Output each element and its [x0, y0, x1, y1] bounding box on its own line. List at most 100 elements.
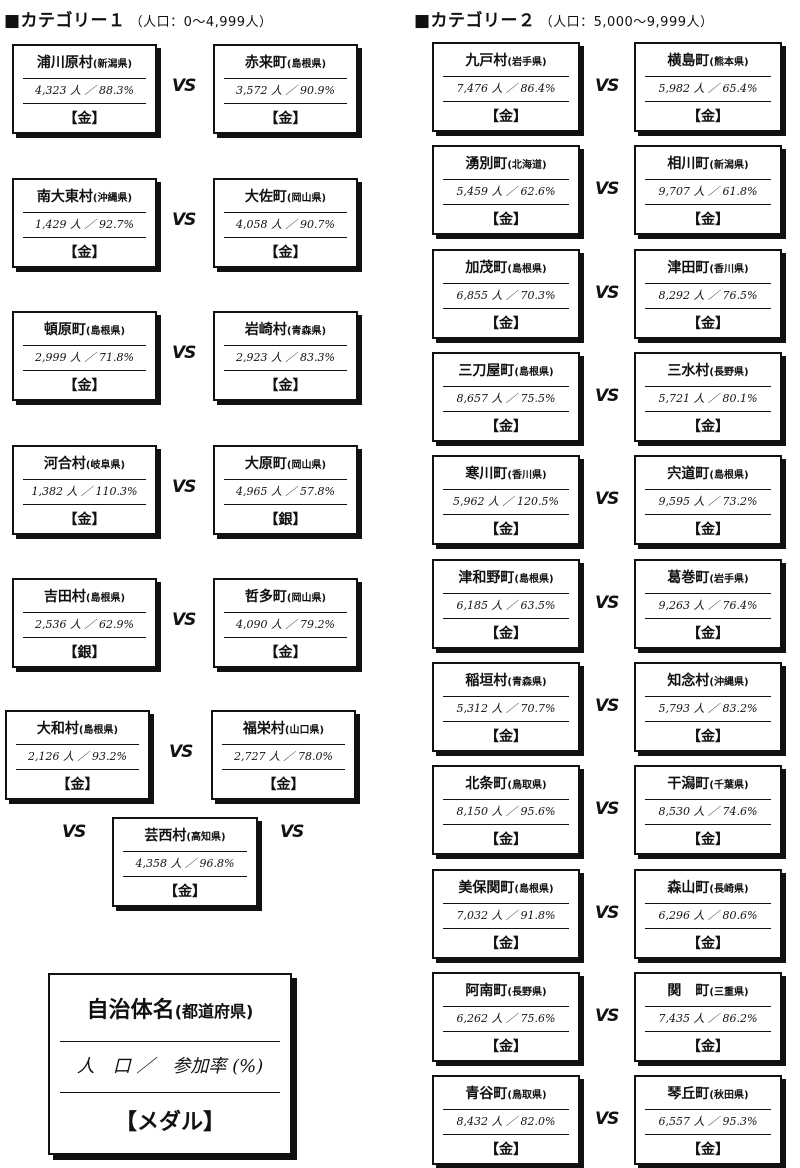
cat1-match4-left-card: 河合村(岐阜県)1,382 人 ／ 110.3%【金】	[12, 445, 157, 535]
municipality-name: 加茂町(島根県)	[443, 251, 569, 284]
municipality-name: 河合村(岐阜県)	[23, 447, 146, 480]
cat1-match5-right-card: 哲多町(岡山県)4,090 人 ／ 79.2%【金】	[213, 578, 358, 668]
population-rate: 6,296 人 ／ 80.6%	[645, 904, 771, 929]
population-rate: 5,459 人 ／ 62.6%	[443, 180, 569, 205]
municipality-name: 吉田村(島根県)	[23, 580, 146, 613]
vs-label: VS	[62, 822, 86, 842]
municipality-name: 岩崎村(青森県)	[224, 313, 347, 346]
medal-label: 【金】	[485, 316, 527, 332]
municipality-name: 葛巻町(岩手県)	[645, 561, 771, 594]
vs-label: VS	[172, 477, 196, 497]
vs-label: VS	[595, 799, 619, 819]
municipality-name: 哲多町(岡山県)	[224, 580, 347, 613]
population-rate: 3,572 人 ／ 90.9%	[224, 79, 347, 104]
cat1-match6-right-card: 福栄村(山口県)2,727 人 ／ 78.0%【金】	[211, 710, 356, 800]
population-rate: 6,185 人 ／ 63.5%	[443, 594, 569, 619]
cat2-match10-right-card: 関 町(三重県)7,435 人 ／ 86.2%【金】	[634, 972, 782, 1062]
medal-label: 【金】	[63, 111, 106, 127]
population-rate: 9,595 人 ／ 73.2%	[645, 490, 771, 515]
municipality-name: 横島町(熊本県)	[645, 44, 771, 77]
cat2-match5-right-card: 宍道町(島根県)9,595 人 ／ 73.2%【金】	[634, 455, 782, 545]
population-rate: 7,032 人 ／ 91.8%	[443, 904, 569, 929]
cat2-match1-right-card: 横島町(熊本県)5,982 人 ／ 65.4%【金】	[634, 42, 782, 132]
vs-label: VS	[595, 179, 619, 199]
cat2-match3-right-card: 津田町(香川県)8,292 人 ／ 76.5% 【金】	[634, 249, 782, 339]
cat2-match4-right-card: 三水村(長野県)5,721 人 ／ 80.1%【金】	[634, 352, 782, 442]
cat2-match10-left-card: 阿南町(長野県)6,262 人 ／ 75.6%【金】	[432, 972, 580, 1062]
municipality-name: 津和野町(島根県)	[443, 561, 569, 594]
municipality-name: 知念村(沖縄県)	[645, 664, 771, 697]
medal-label: 【金】	[485, 109, 527, 125]
population-rate: 5,982 人 ／ 65.4%	[645, 77, 771, 102]
population-rate: 2,999 人 ／ 71.8%	[23, 346, 146, 371]
cat1-match1-right-card: 赤来町(島根県)3,572 人 ／ 90.9%【金】	[213, 44, 358, 134]
medal-label: 【金】	[687, 522, 729, 538]
population-rate: 7,435 人 ／ 86.2%	[645, 1007, 771, 1032]
medal-label: 【金】	[264, 245, 307, 261]
medal-label: 【金】	[687, 832, 729, 848]
population-rate: 1,382 人 ／ 110.3%	[23, 480, 146, 505]
medal-label: 【金】	[687, 936, 729, 952]
population-rate: 1,429 人 ／ 92.7%	[23, 213, 146, 238]
medal-label: 【金】	[485, 936, 527, 952]
population-rate: 8,432 人 ／ 82.0%	[443, 1110, 569, 1135]
medal-label: 【金】	[687, 212, 729, 228]
population-rate: 2,126 人 ／ 93.2%	[16, 745, 139, 770]
municipality-name: 相川町(新潟県)	[645, 147, 771, 180]
municipality-name: 芸西村(高知県)	[123, 819, 247, 852]
municipality-name: 寒川町(香川県)	[443, 457, 569, 490]
vs-label: VS	[595, 1109, 619, 1129]
medal-label: 【金】	[485, 212, 527, 228]
medal-label: 【金】	[264, 645, 307, 661]
municipality-name: 浦川原村(新潟県)	[23, 46, 146, 79]
legend-name: 自治体名(都道府県)	[60, 975, 280, 1042]
population-rate: 2,536 人 ／ 62.9%	[23, 613, 146, 638]
municipality-name: 稲垣村(青森県)	[443, 664, 569, 697]
population-rate: 2,727 人 ／ 78.0%	[222, 745, 345, 770]
cat2-match7-right-card: 知念村(沖縄県)5,793 人 ／ 83.2%【金】	[634, 662, 782, 752]
cat1-match3-left-card: 頓原町(島根県)2,999 人 ／ 71.8%【金】	[12, 311, 157, 401]
municipality-name: 福栄村(山口県)	[222, 712, 345, 745]
vs-label: VS	[595, 386, 619, 406]
cat1-match4-right-card: 大原町(岡山県)4,965 人 ／ 57.8%【銀】	[213, 445, 358, 535]
vs-label: VS	[595, 593, 619, 613]
municipality-name: 津田町(香川県)	[645, 251, 771, 284]
medal-label: 【金】	[485, 626, 527, 642]
medal-label: 【金】	[485, 832, 527, 848]
category1-heading: ■カテゴリー１（人口：0〜4,999人）	[4, 6, 273, 31]
vs-label: VS	[172, 210, 196, 230]
municipality-name: 南大東村(沖縄県)	[23, 180, 146, 213]
cat1-extra-card: 芸西村(高知県)4,358 人 ／ 96.8%【金】	[112, 817, 258, 907]
cat2-match9-right-card: 森山町(長崎県)6,296 人 ／ 80.6% 【金】	[634, 869, 782, 959]
population-rate: 5,721 人 ／ 80.1%	[645, 387, 771, 412]
vs-label: VS	[172, 76, 196, 96]
cat2-match7-left-card: 稲垣村(青森県)5,312 人 ／ 70.7%【金】	[432, 662, 580, 752]
population-rate: 8,292 人 ／ 76.5%	[645, 284, 771, 309]
population-rate: 2,923 人 ／ 83.3%	[224, 346, 347, 371]
medal-label: 【金】	[485, 522, 527, 538]
cat2-match11-right-card: 琴丘町(秋田県)6,557 人 ／ 95.3%【金】	[634, 1075, 782, 1165]
population-rate: 5,962 人 ／ 120.5%	[443, 490, 569, 515]
vs-label: VS	[595, 283, 619, 303]
population-rate: 8,657 人 ／ 75.5%	[443, 387, 569, 412]
cat2-match6-right-card: 葛巻町(岩手県)9,263 人 ／ 76.4%【金】	[634, 559, 782, 649]
municipality-name: 森山町(長崎県)	[645, 871, 771, 904]
medal-label: 【金】	[63, 378, 106, 394]
medal-label: 【金】	[687, 729, 729, 745]
population-rate: 7,476 人 ／ 86.4%	[443, 77, 569, 102]
population-rate: 9,707 人 ／ 61.8%	[645, 180, 771, 205]
legend-medal: 【メダル】	[114, 1110, 225, 1135]
population-rate: 4,358 人 ／ 96.8%	[123, 852, 247, 877]
municipality-name: 三水村(長野県)	[645, 354, 771, 387]
municipality-name: 大和村(島根県)	[16, 712, 139, 745]
legend-card: 自治体名(都道府県) 人 口 ／ 参加率 (%) 【メダル】	[48, 973, 292, 1155]
cat2-match6-left-card: 津和野町(島根県)6,185 人 ／ 63.5% 【金】	[432, 559, 580, 649]
category2-subtitle: （人口：5,000〜9,999人）	[539, 15, 714, 30]
medal-label: 【金】	[687, 316, 729, 332]
cat1-match5-left-card: 吉田村(島根県)2,536 人 ／ 62.9%【銀】	[12, 578, 157, 668]
cat2-match1-left-card: 九戸村(岩手県)7,476 人 ／ 86.4%【金】	[432, 42, 580, 132]
category1-subtitle: （人口：0〜4,999人）	[129, 15, 273, 30]
municipality-name: 美保関町(島根県)	[443, 871, 569, 904]
population-rate: 5,312 人 ／ 70.7%	[443, 697, 569, 722]
cat1-match1-left-card: 浦川原村(新潟県)4,323 人 ／ 88.3%【金】	[12, 44, 157, 134]
